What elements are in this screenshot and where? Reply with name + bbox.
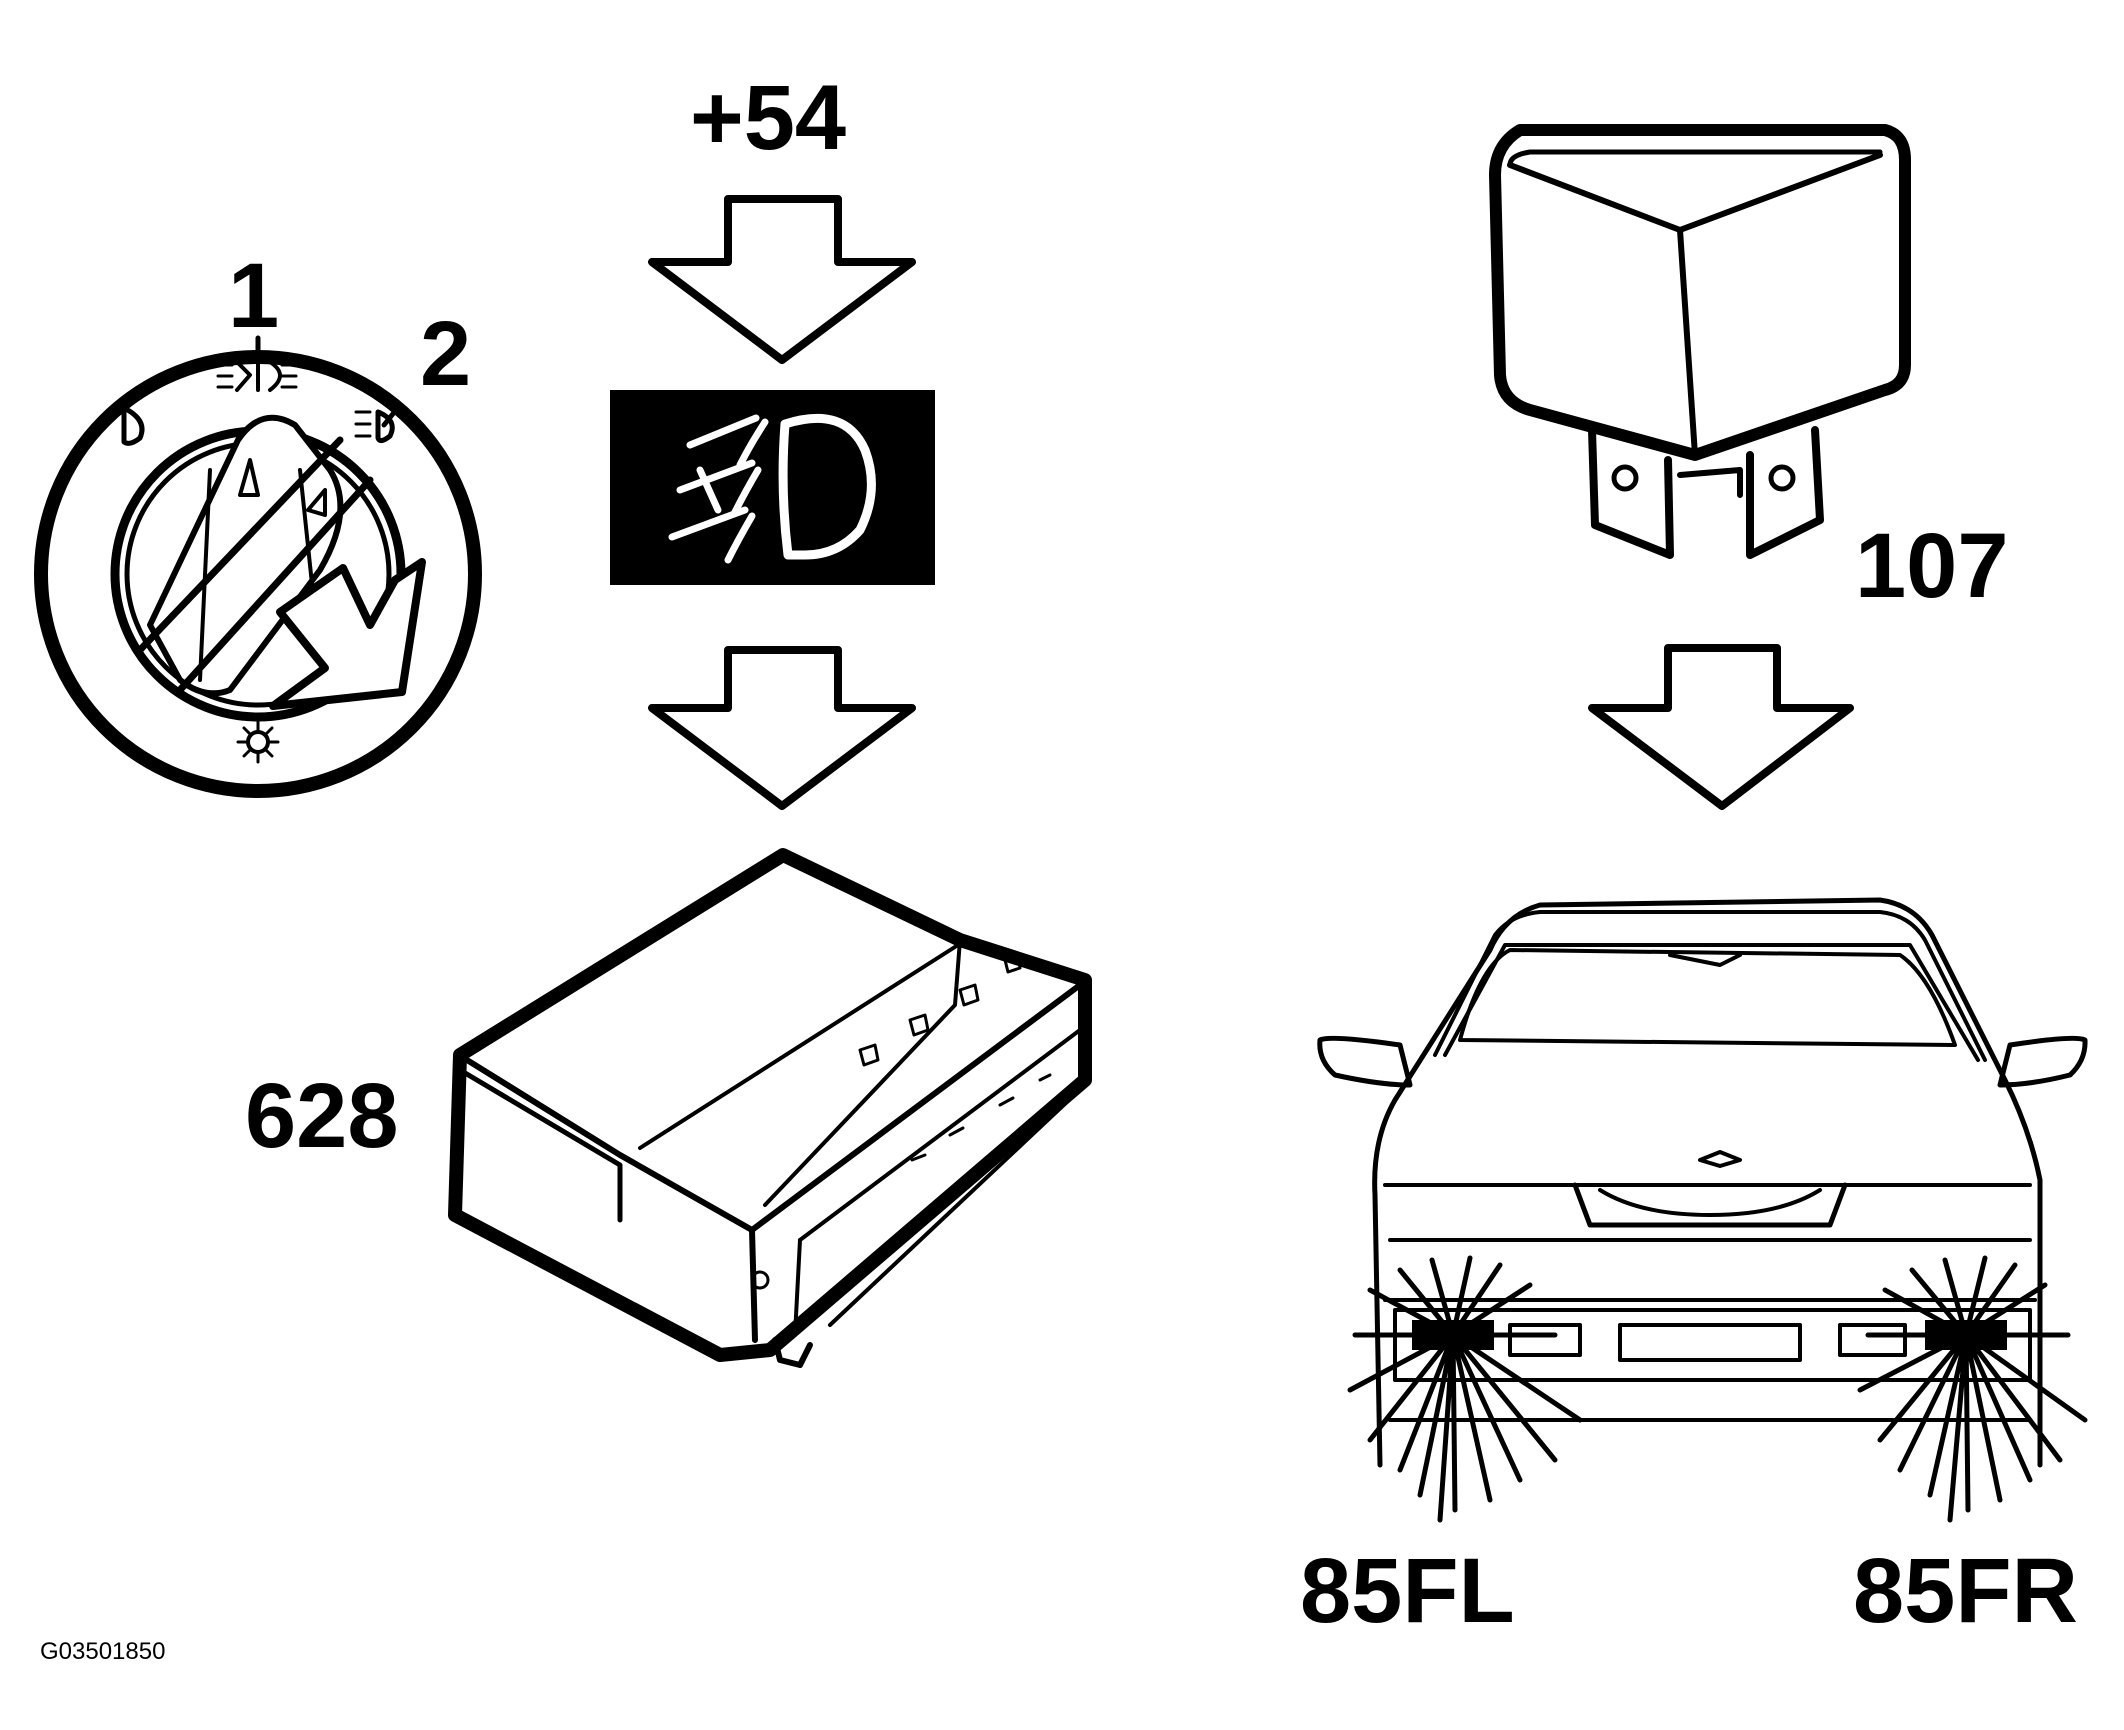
control-module-icon xyxy=(448,848,1092,1368)
figure-id-label: G03501850 xyxy=(40,1638,166,1665)
fog-light-right-label: 85FR xyxy=(1853,1540,2078,1642)
front-fog-light-icon xyxy=(610,390,935,585)
fog-light-left-label: 85FL xyxy=(1300,1540,1515,1642)
relay-to-car-arrow xyxy=(1588,644,1854,810)
switch-position-2-label: 2 xyxy=(420,303,472,405)
supply-arrow xyxy=(648,195,916,364)
relay-number-label: 107 xyxy=(1855,515,2009,617)
indicator-to-module-arrow xyxy=(648,646,916,810)
control-module-number-label: 628 xyxy=(245,1065,399,1167)
relay-icon xyxy=(1489,124,1911,559)
fog-light-right xyxy=(1857,1255,2088,1523)
signal-arrow-switch-to-module xyxy=(269,558,426,710)
supply-label: +54 xyxy=(690,67,847,169)
car-front-view-icon xyxy=(1317,897,2088,1468)
fog-light-left xyxy=(1347,1255,1583,1523)
switch-position-1-label: 1 xyxy=(228,245,280,347)
light-switch-dial-icon xyxy=(34,335,482,798)
